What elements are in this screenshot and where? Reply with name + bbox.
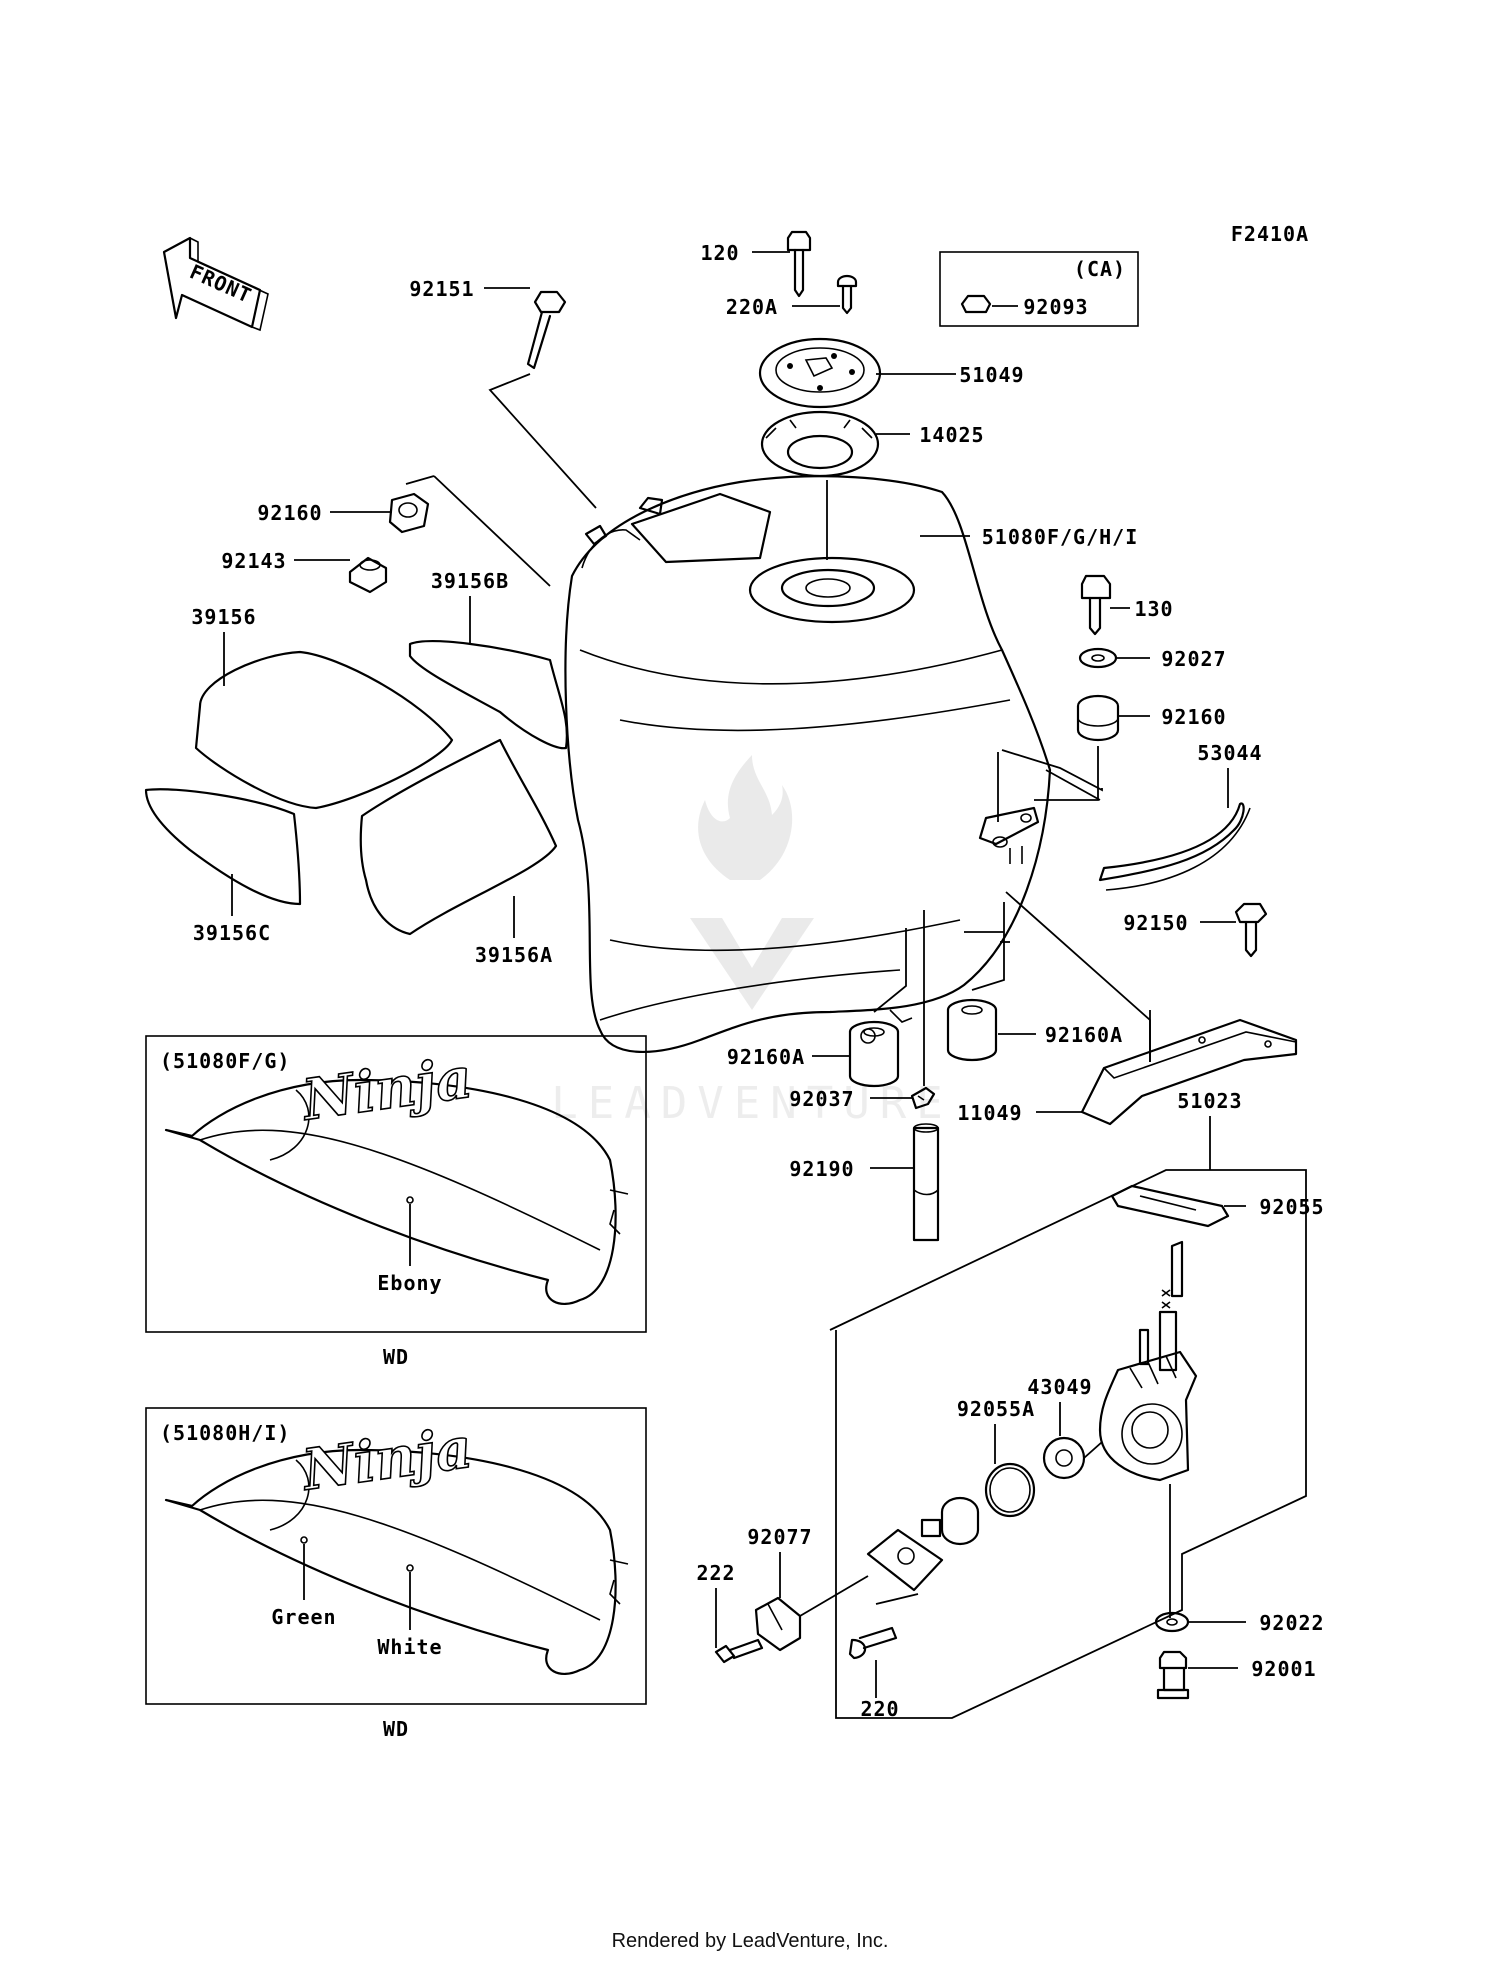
variant-color-white: White: [377, 1635, 442, 1659]
screw-220: [848, 1626, 898, 1660]
screw-222: [714, 1638, 764, 1664]
watermark-text: LEADVENTURE: [551, 1078, 952, 1129]
fuel-tap-51023-group: [829, 1116, 1307, 1719]
oring-92055a: [984, 1462, 1036, 1518]
label-51023: 51023: [1177, 1089, 1242, 1113]
bolt-92151: [526, 290, 567, 370]
fuel-cap-51049: [758, 337, 882, 409]
label-92037: 92037: [789, 1087, 854, 1111]
fuel-tank-51080: [564, 475, 1052, 1053]
label-39156b: 39156B: [431, 569, 509, 593]
label-53044: 53044: [1197, 741, 1262, 765]
damper-92160a-left: [848, 1020, 900, 1088]
grommet-92160-top: [388, 492, 430, 534]
figure-code: F2410A: [1231, 222, 1309, 246]
variant-title-1: (51080F/G): [160, 1049, 290, 1073]
variant-title-2: (51080H/I): [160, 1421, 290, 1445]
filter-tube: [1138, 1240, 1184, 1372]
clamp-92037: [910, 1086, 936, 1110]
strip-53044: [1098, 802, 1251, 891]
washer-92022: [1154, 1611, 1190, 1633]
variant-caption-2: WD: [383, 1717, 409, 1741]
label-92055: 92055: [1259, 1195, 1324, 1219]
label-92160-top: 92160: [257, 501, 322, 525]
bolt-120: [786, 230, 812, 298]
label-14025: 14025: [919, 423, 984, 447]
variant-box-51080hi: Ninja: [145, 1407, 647, 1705]
nut-92093: [960, 294, 992, 314]
label-220: 220: [860, 1697, 899, 1721]
label-92093: 92093: [1023, 295, 1088, 319]
label-leaders: [294, 251, 1246, 1669]
grommet-92160-right: [1076, 694, 1120, 742]
label-92151: 92151: [409, 277, 474, 301]
label-39156: 39156: [191, 605, 256, 629]
screw-220a: [836, 274, 858, 315]
front-arrow-icon: [162, 236, 262, 329]
hose-92190: [912, 1123, 940, 1242]
label-39156c: 39156C: [193, 921, 271, 945]
bolt-92001: [1156, 1650, 1190, 1700]
bolt-92150: [1234, 902, 1268, 958]
damper-92143: [348, 556, 388, 594]
label-92190: 92190: [789, 1157, 854, 1181]
label-43049: 43049: [1027, 1375, 1092, 1399]
variant-caption-1: WD: [383, 1345, 409, 1369]
label-92160a-left: 92160A: [727, 1045, 805, 1069]
variant-logo-2: Ninja: [297, 1415, 476, 1504]
label-51049: 51049: [959, 363, 1024, 387]
watermark: LEADVENTURE: [551, 755, 952, 1129]
label-92150: 92150: [1123, 911, 1188, 935]
tap-body: [1098, 1350, 1198, 1482]
footer-credit: Rendered by LeadVenture, Inc.: [611, 1930, 889, 1952]
label-92160a-right: 92160A: [1045, 1023, 1123, 1047]
collar-92027: [1078, 647, 1118, 669]
watermark-v-icon: [690, 918, 814, 1010]
label-222: 222: [696, 1561, 735, 1585]
label-92022: 92022: [1259, 1611, 1324, 1635]
label-39156a: 39156A: [475, 943, 553, 967]
valve-core: [920, 1496, 980, 1546]
decal-39156b: [408, 640, 568, 750]
decal-39156: [194, 650, 454, 810]
bolt-130: [1080, 574, 1112, 636]
label-51080: 51080F/G/H/I: [982, 525, 1139, 549]
variant-logo-1: Ninja: [297, 1045, 476, 1134]
label-120: 120: [700, 241, 739, 265]
plate: [866, 1528, 944, 1592]
label-130: 130: [1134, 597, 1173, 621]
decal-39156a: [359, 738, 558, 936]
cap-ring-14025: [760, 410, 880, 560]
lever-92077: [754, 1596, 802, 1652]
label-92001: 92001: [1251, 1657, 1316, 1681]
label-92027: 92027: [1161, 647, 1226, 671]
front-arrow: FRONT: [162, 236, 269, 332]
gasket-43049: [1042, 1436, 1086, 1480]
variant-color-green: Green: [271, 1605, 336, 1629]
decal-39156c: [144, 788, 302, 906]
label-92160-right: 92160: [1161, 705, 1226, 729]
ca-label: (CA): [1074, 257, 1126, 281]
ca-box: (CA): [939, 251, 1139, 327]
part-labels: 120 220A 92093 92151 51049 14025 92160 9…: [191, 241, 1324, 1721]
gasket-92055: [1110, 1184, 1230, 1228]
watermark-flame-icon: [698, 755, 793, 880]
variant-color-ebony: Ebony: [377, 1271, 442, 1295]
label-92077: 92077: [747, 1525, 812, 1549]
label-11049: 11049: [957, 1101, 1022, 1125]
damper-92160a-right: [946, 998, 998, 1062]
label-92143: 92143: [221, 549, 286, 573]
label-92055a: 92055A: [957, 1397, 1035, 1421]
label-220a: 220A: [726, 295, 778, 319]
